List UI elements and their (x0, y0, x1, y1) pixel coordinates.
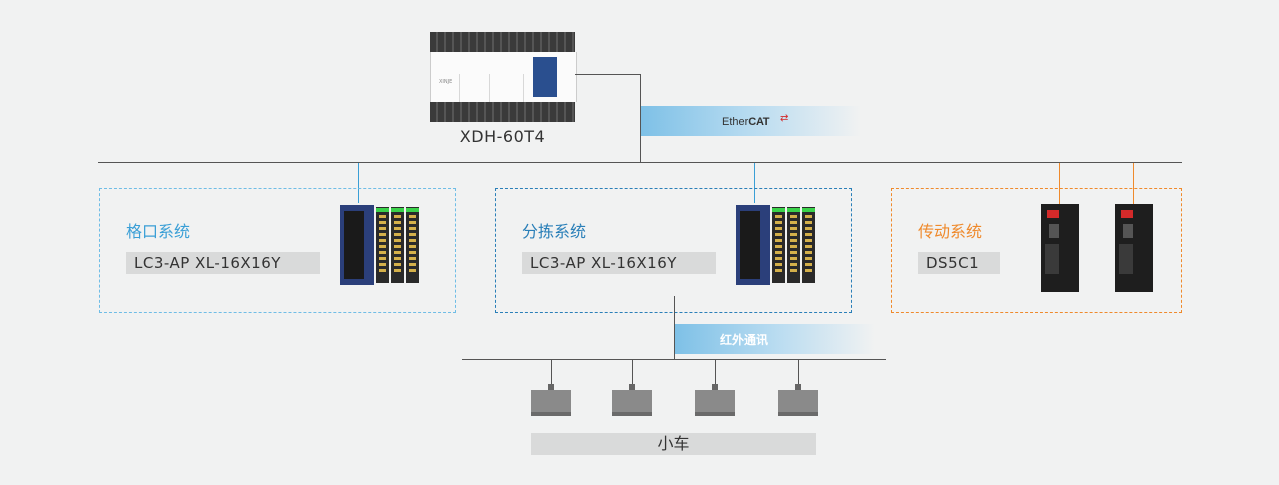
cart-icon (531, 384, 571, 418)
group-sort-model: LC3-AP XL-16X16Y (522, 252, 716, 274)
group-grid-title: 格口系统 (126, 222, 191, 241)
infrared-label: 红外通讯 (720, 333, 769, 347)
group-drive-system (891, 188, 1182, 313)
ethercat-arrow-icon: ⇄ (780, 113, 789, 124)
group-sort-system (495, 188, 852, 313)
servo-drive-1 (1041, 204, 1079, 292)
ethercat-suffix: CAT (748, 116, 770, 128)
io-module-sort (736, 205, 826, 285)
cart-drop-line (632, 360, 633, 386)
drop-line-grid (358, 163, 359, 203)
cart-icon (778, 384, 818, 418)
infrared-link-vertical (674, 296, 675, 360)
plc-device: XINJE (430, 32, 577, 122)
plc-divider (489, 74, 490, 120)
cart-icon (612, 384, 652, 418)
group-grid-model: LC3-AP XL-16X16Y (126, 252, 320, 274)
cart-bus-line (462, 359, 886, 360)
plc-model-label: XDH-60T4 (459, 127, 546, 146)
group-drive-title: 传动系统 (918, 222, 983, 241)
plc-divider (523, 74, 524, 120)
cart-icon (695, 384, 735, 418)
plc-terminal-bottom (430, 102, 575, 122)
io-head (736, 205, 770, 285)
cart-drop-line (551, 360, 552, 386)
main-bus-line (98, 162, 1182, 163)
plc-terminal-top (430, 32, 575, 52)
cart-drop-line (798, 360, 799, 386)
ethercat-band (641, 106, 861, 136)
group-drive-model: DS5C1 (918, 252, 1000, 274)
drop-line-drive-1 (1059, 163, 1060, 205)
plc-divider (459, 74, 460, 120)
drop-line-sort (754, 163, 755, 203)
infrared-band (675, 324, 875, 354)
plc-body: XINJE (430, 52, 577, 120)
plc-link-horizontal (575, 74, 641, 75)
drop-line-drive-2 (1133, 163, 1134, 205)
io-head (340, 205, 374, 285)
plc-brand: XINJE (439, 79, 453, 85)
cart-label: 小车 (531, 433, 816, 455)
ethercat-logo: EtherCAT (722, 116, 769, 128)
group-grid-system (99, 188, 456, 313)
io-module-grid (340, 205, 430, 285)
cart-drop-line (715, 360, 716, 386)
group-sort-title: 分拣系统 (522, 222, 587, 241)
plc-link-vertical (640, 74, 641, 163)
ethercat-prefix: Ether (722, 116, 749, 128)
plc-panel (533, 57, 557, 97)
servo-drive-2 (1115, 204, 1153, 292)
